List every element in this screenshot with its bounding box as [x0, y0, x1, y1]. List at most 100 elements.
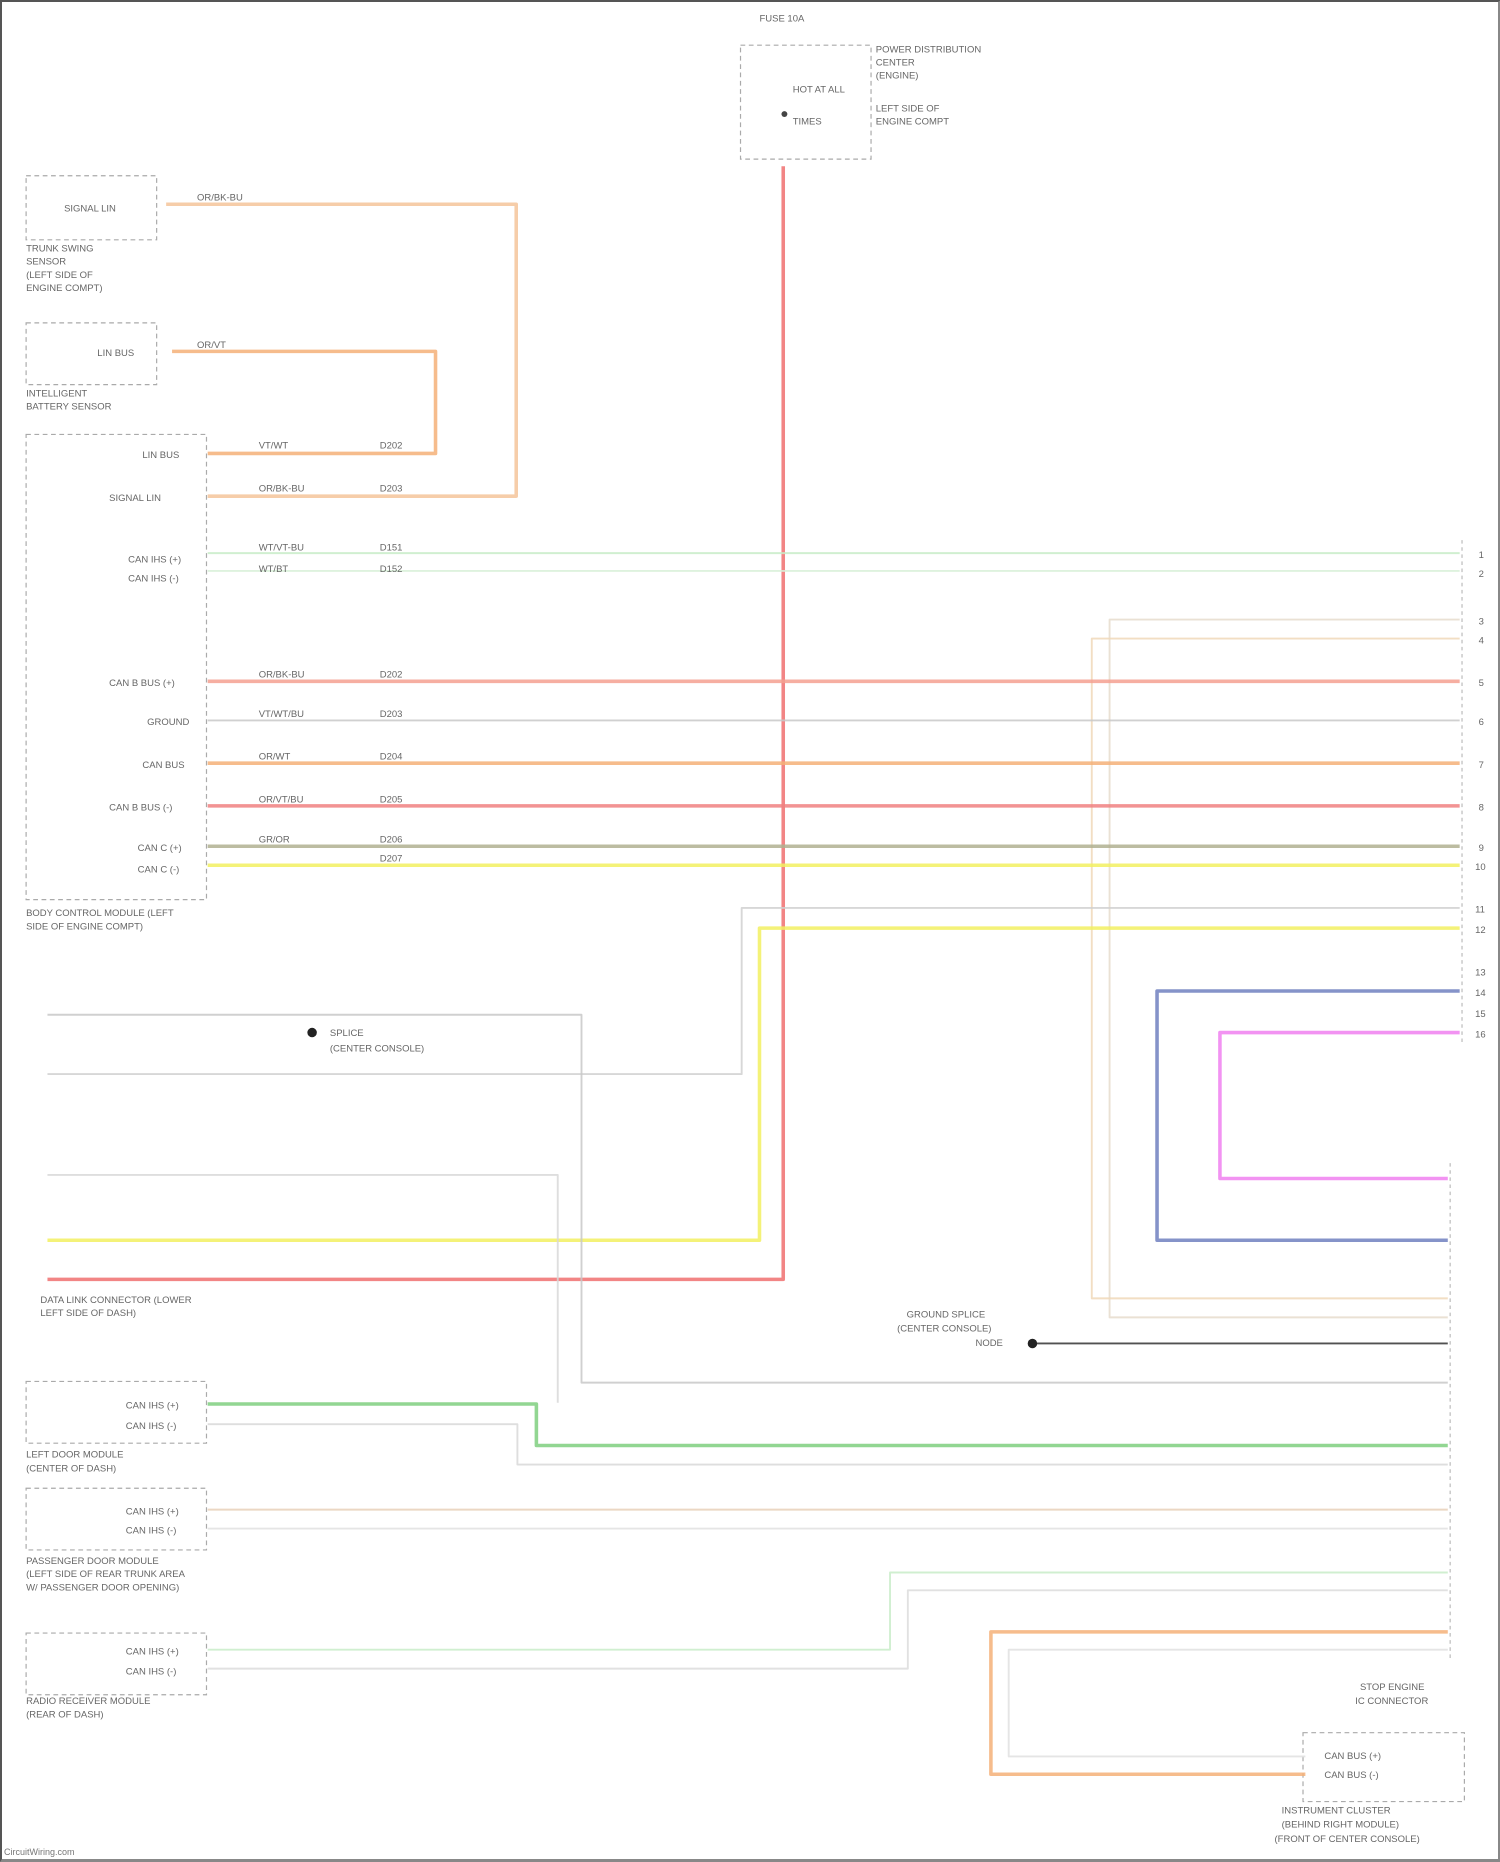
- left-module-pin-2: CAN IHS (-): [126, 1421, 177, 1432]
- circuit-4: D202: [380, 670, 403, 681]
- radio-pin-2: CAN IHS (-): [126, 1667, 177, 1678]
- circuit-8: D206: [380, 835, 403, 846]
- bcm-wire-6: OR/WT: [259, 752, 291, 763]
- battery-line-1: INTELLIGENT: [26, 388, 87, 399]
- right-pin-15: 15: [1475, 1009, 1486, 1020]
- bcm-wire-0: VT/WT: [259, 441, 289, 452]
- right-pin-12: 12: [1475, 925, 1486, 936]
- fuse-block-box: [741, 45, 872, 159]
- ground-label-3: NODE: [975, 1338, 1002, 1349]
- fuse-title: FUSE 10A: [759, 13, 804, 24]
- battery-line-2: BATTERY SENSOR: [26, 402, 112, 413]
- bcm-wire-8: GR/OR: [259, 835, 290, 846]
- wire-label-orange-2: OR/VT: [197, 340, 226, 351]
- fuse-line-3: (ENGINE): [876, 70, 919, 81]
- fuse-dot: [781, 111, 787, 117]
- right-pin-6: 6: [1479, 717, 1484, 728]
- wire-green-radio: [208, 1573, 1448, 1650]
- radio-pin-1: CAN IHS (+): [126, 1646, 179, 1657]
- circuit-0: D202: [380, 441, 403, 452]
- wire-yellow-dlc: [47, 928, 1459, 1240]
- left-module-title-1: LEFT DOOR MODULE: [26, 1449, 123, 1460]
- bcm-wire-3: WT/BT: [259, 564, 289, 575]
- left-module-box: [26, 1381, 206, 1443]
- stop-engine-1: STOP ENGINE: [1360, 1682, 1424, 1693]
- instrument-box: [1303, 1733, 1464, 1802]
- bcm-pin-1: LIN BUS: [142, 450, 179, 461]
- trunk-pin: SIGNAL LIN: [64, 203, 116, 214]
- bcm-title-1: BODY CONTROL MODULE (LEFT: [26, 908, 174, 919]
- fuse-pin-2: TIMES: [793, 117, 822, 128]
- splice-dot: [307, 1028, 316, 1037]
- right-pin-1: 1: [1479, 550, 1484, 561]
- passenger-module-box: [26, 1488, 206, 1550]
- bcm-pin-6: GROUND: [147, 717, 189, 728]
- wire-dlc-1: [47, 1015, 1447, 1383]
- bcm-pin-8: CAN B BUS (-): [109, 803, 172, 814]
- bcm-title-2: SIDE OF ENGINE COMPT): [26, 921, 143, 932]
- right-pin-9: 9: [1479, 843, 1484, 854]
- wire-magenta: [1220, 1033, 1460, 1179]
- trunk-line-1: TRUNK SWING: [26, 244, 93, 255]
- instrument-title-1: INSTRUMENT CLUSTER: [1282, 1805, 1391, 1816]
- right-pin-5: 5: [1479, 678, 1484, 689]
- passenger-title-3: W/ PASSENGER DOOR OPENING): [26, 1582, 179, 1593]
- fuse-line-2: CENTER: [876, 57, 915, 68]
- wire-orange-battery: [172, 351, 435, 453]
- fuse-note-2: ENGINE COMPT: [876, 117, 949, 128]
- splice-label-1: SPLICE: [330, 1028, 364, 1039]
- bcm-pin-4: CAN IHS (-): [128, 574, 179, 585]
- right-pin-7: 7: [1479, 760, 1484, 771]
- bcm-pin-7: CAN BUS: [142, 760, 184, 771]
- bcm-pin-10: CAN C (-): [138, 864, 180, 875]
- left-module-title-2: (CENTER OF DASH): [26, 1464, 116, 1475]
- bcm-wire-4: OR/BK-BU: [259, 670, 305, 681]
- wire-tan-1: [1110, 620, 1460, 1318]
- passenger-pin-1: CAN IHS (+): [126, 1506, 179, 1517]
- right-pin-16: 16: [1475, 1029, 1486, 1040]
- trunk-line-2: SENSOR: [26, 257, 66, 268]
- fuse-pin-1: HOT AT ALL: [793, 85, 845, 96]
- radio-module-box: [26, 1633, 206, 1695]
- circuit-5: D203: [380, 709, 403, 720]
- stop-engine-2: IC CONNECTOR: [1355, 1696, 1428, 1707]
- circuit-6: D204: [380, 752, 403, 763]
- right-pin-8: 8: [1479, 803, 1484, 814]
- right-pin-11: 11: [1475, 905, 1485, 916]
- footer-credit: CircuitWiring.com: [4, 1847, 75, 1857]
- circuit-3: D152: [380, 564, 403, 575]
- battery-sensor-box: [26, 323, 157, 385]
- radio-title-1: RADIO RECEIVER MODULE: [26, 1696, 150, 1707]
- bcm-wire-1: OR/BK-BU: [259, 483, 305, 494]
- passenger-title-1: PASSENGER DOOR MODULE: [26, 1556, 159, 1567]
- instrument-title-2: (BEHIND RIGHT MODULE): [1282, 1820, 1399, 1831]
- passenger-title-2: (LEFT SIDE OF REAR TRUNK AREA: [26, 1569, 185, 1580]
- right-pin-4: 4: [1479, 635, 1484, 646]
- circuit-1: D203: [380, 483, 403, 494]
- wire-gray-radio: [208, 1590, 1448, 1668]
- bcm-pin-3: CAN IHS (+): [128, 555, 181, 566]
- wire-label-orange-top: OR/BK-BU: [197, 193, 243, 204]
- instrument-title-3: (FRONT OF CENTER CONSOLE): [1275, 1834, 1420, 1845]
- fuse-note-1: LEFT SIDE OF: [876, 104, 940, 115]
- bcm-wire-2: WT/VT-BU: [259, 543, 304, 554]
- bcm-pin-9: CAN C (+): [138, 843, 182, 854]
- wire-blue: [1157, 991, 1460, 1240]
- battery-pin: LIN BUS: [97, 348, 134, 359]
- circuit-9: D207: [380, 854, 403, 865]
- instrument-pin-1: CAN BUS (+): [1324, 1751, 1381, 1762]
- radio-title-2: (REAR OF DASH): [26, 1709, 103, 1720]
- fuse-line-1: POWER DISTRIBUTION: [876, 44, 982, 55]
- right-pin-13: 13: [1475, 968, 1486, 979]
- ground-node-dot: [1028, 1339, 1037, 1348]
- bcm-box: [26, 434, 206, 899]
- left-module-pin-1: CAN IHS (+): [126, 1401, 179, 1412]
- trunk-line-3: (LEFT SIDE OF: [26, 270, 93, 281]
- trunk-line-4: ENGINE COMPT): [26, 283, 102, 294]
- dlc-title-2: LEFT SIDE OF DASH): [40, 1308, 136, 1319]
- right-pin-10: 10: [1475, 862, 1486, 873]
- circuit-2: D151: [380, 543, 403, 554]
- circuit-7: D205: [380, 794, 403, 805]
- dlc-title-1: DATA LINK CONNECTOR (LOWER: [40, 1295, 191, 1306]
